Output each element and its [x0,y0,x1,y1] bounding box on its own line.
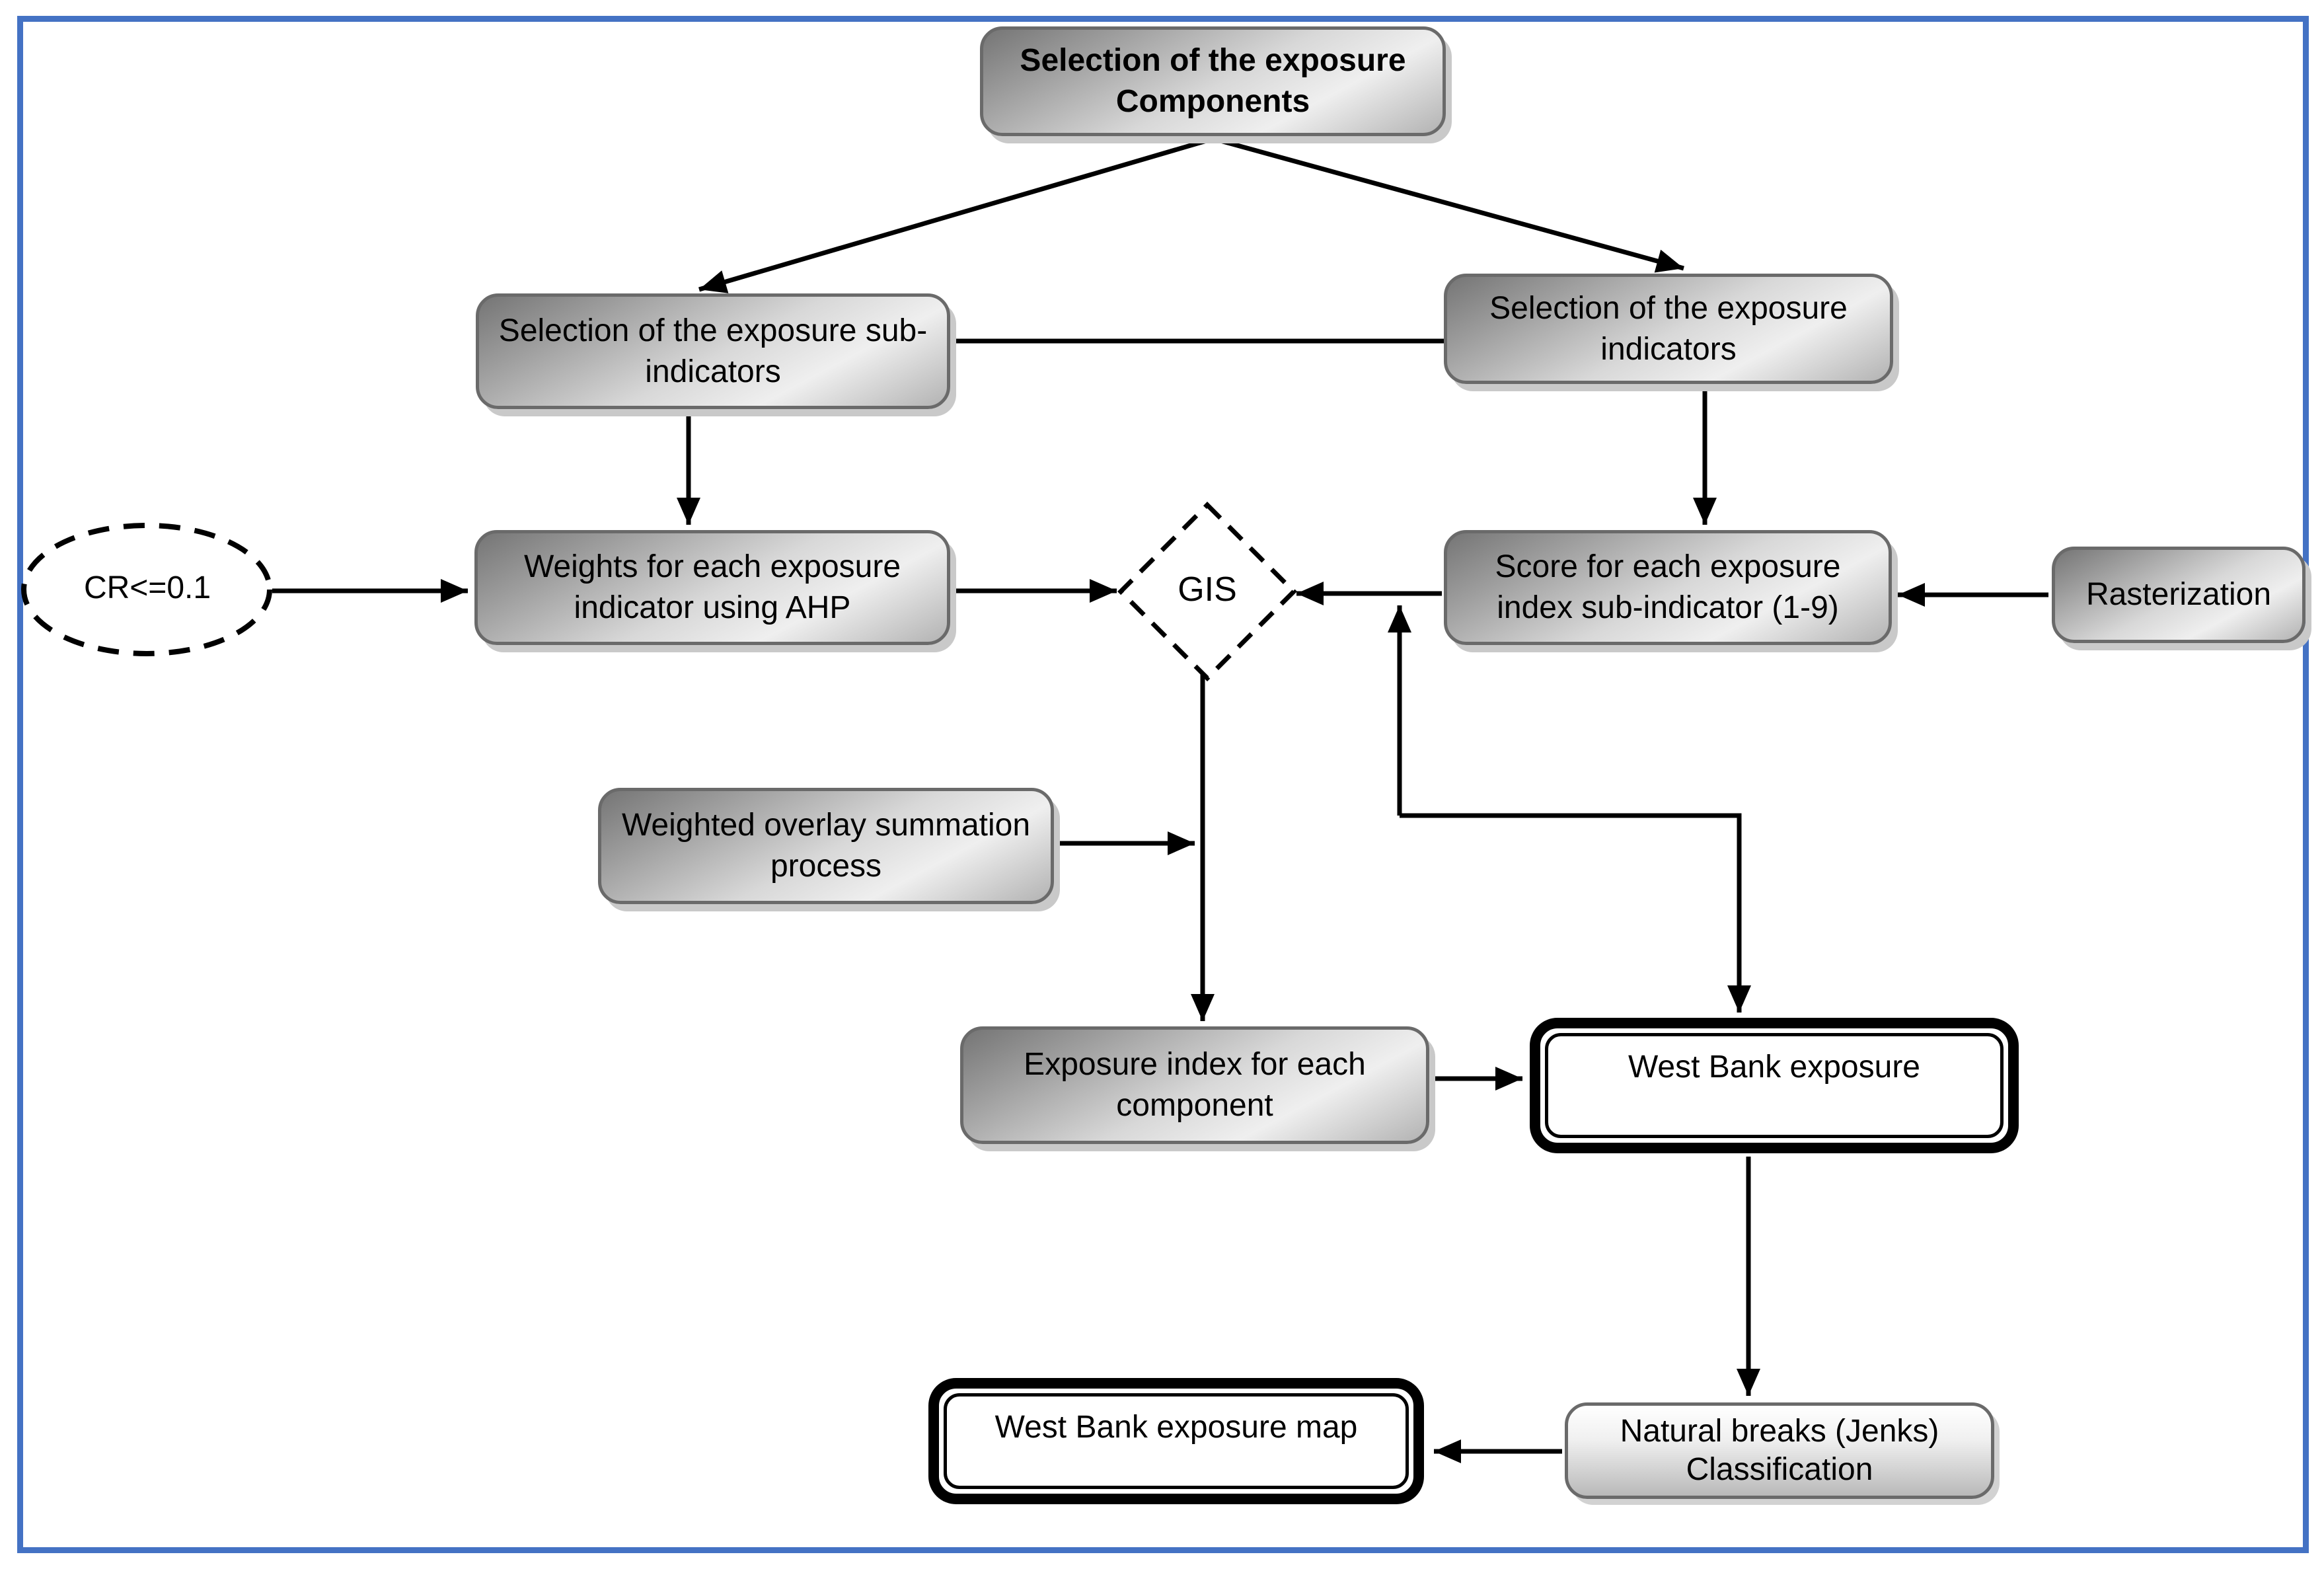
node-weighted-overlay-label: Weighted overlay summation process [621,808,1031,884]
node-indicators: Selection of the exposure indicators [1444,274,1893,384]
node-rasterization: Rasterization [2052,547,2305,643]
node-exposure-index: Exposure index for each component [960,1026,1429,1144]
node-components: Selection of the exposure Components [980,26,1446,136]
node-wb-exposure-map-inner: West Bank exposure map [944,1393,1409,1489]
node-sub-indicators: Selection of the exposure sub-indicators [476,293,950,409]
node-wb-exposure-label: West Bank exposure [1628,1050,1920,1085]
node-weights-ahp: Weights for each exposure indicator usin… [474,530,950,645]
node-cr-check-label: CR<=0.1 [83,570,211,605]
node-wb-exposure-map-label: West Bank exposure map [994,1410,1358,1445]
node-score-label: Score for each exposure index sub-indica… [1495,549,1841,625]
node-wb-exposure-inner: West Bank exposure [1545,1033,2004,1138]
node-weighted-overlay: Weighted overlay summation process [598,788,1054,904]
node-score: Score for each exposure index sub-indica… [1444,530,1892,645]
node-indicators-label: Selection of the exposure indicators [1489,290,1848,367]
node-natural-breaks-label: Natural breaks (Jenks) Classification [1620,1414,1939,1487]
node-weights-ahp-label: Weights for each exposure indicator usin… [523,549,901,625]
node-natural-breaks: Natural breaks (Jenks) Classification [1565,1402,1994,1499]
node-sub-indicators-label: Selection of the exposure sub-indicators [498,313,928,389]
node-rasterization-label: Rasterization [2085,577,2272,612]
node-gis-label: GIS [1178,570,1237,609]
node-exposure-index-label: Exposure index for each component [1024,1047,1366,1123]
node-components-label: Selection of the exposure Components [1020,43,1406,119]
node-wb-exposure: West Bank exposure [1530,1018,2019,1153]
page-border-frame [17,16,2309,1553]
node-wb-exposure-map: West Bank exposure map [928,1378,1424,1504]
